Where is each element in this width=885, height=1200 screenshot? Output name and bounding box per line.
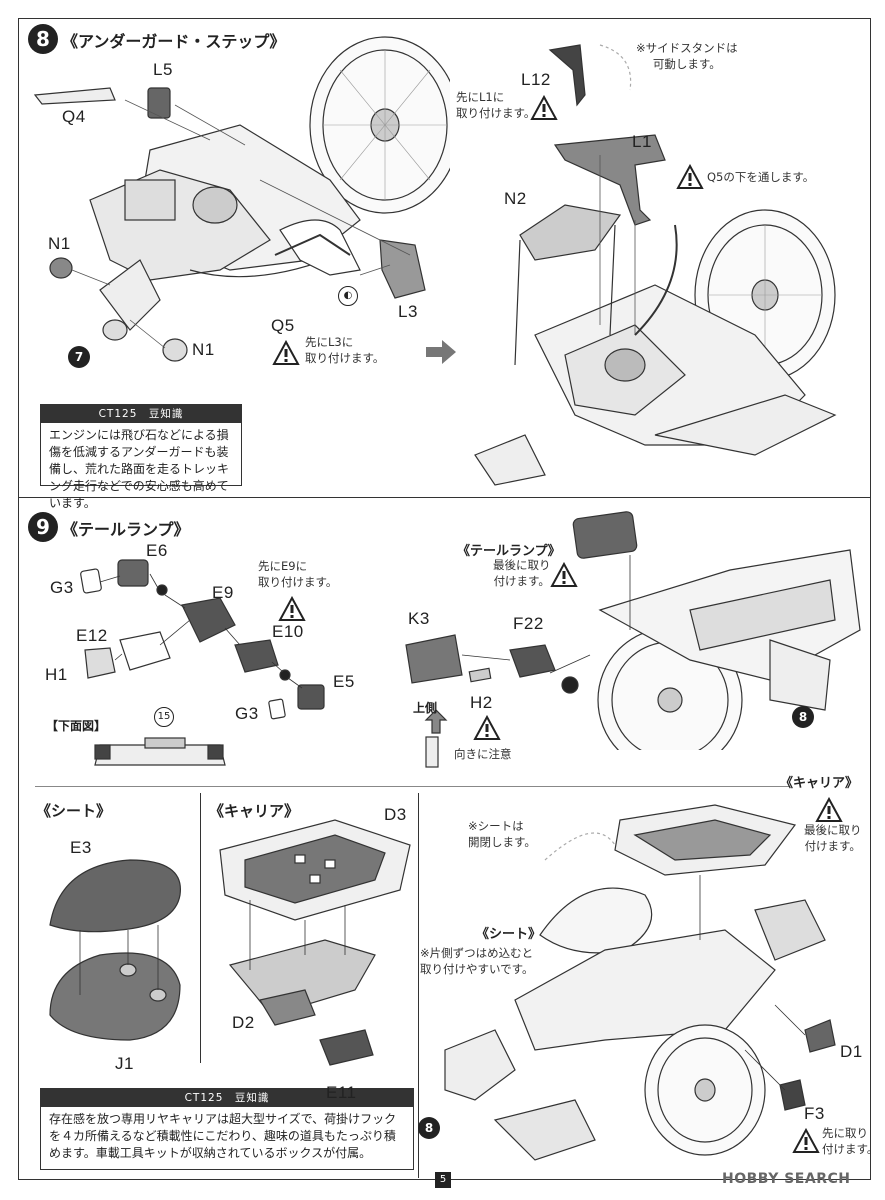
part-e3: E3 xyxy=(70,838,92,857)
sub-divider xyxy=(35,786,790,787)
trivia-header: CT125 豆知識 xyxy=(41,405,241,423)
seat-illustration xyxy=(49,859,181,1041)
warning-icon xyxy=(278,596,306,621)
part-q4: Q4 xyxy=(62,107,86,126)
part-e10: E10 xyxy=(272,622,304,641)
part-g3-bottom: G3 xyxy=(235,704,259,723)
arrow-right-icon xyxy=(426,340,456,364)
step8-left-illustration xyxy=(33,36,450,362)
part-l12: L12 xyxy=(521,70,551,89)
ref-step7: 7 xyxy=(68,346,90,368)
step9-taillamp-parts xyxy=(80,559,325,766)
part-f22: F22 xyxy=(513,614,544,633)
part-f3: F3 xyxy=(804,1104,825,1123)
glue-mark: ◐ xyxy=(338,286,358,306)
trivia-body: エンジンには飛び石などによる損傷を低減するアンダーガードも装備し、荒れた路面を走… xyxy=(49,428,230,510)
l1-note: Q5の下を通します。 xyxy=(707,170,815,184)
carrier-title: 《キャリア》 xyxy=(209,802,300,820)
ref-step8: 8 xyxy=(792,706,814,728)
part-e9: E9 xyxy=(212,583,234,602)
step9-title: 《テールランプ》 xyxy=(62,520,190,539)
trivia-header: CT125 豆知識 xyxy=(41,1089,413,1107)
part-e6: E6 xyxy=(146,541,168,560)
part-e5: E5 xyxy=(333,672,355,691)
part-n1-left: N1 xyxy=(48,234,71,253)
warning-icon xyxy=(272,340,300,365)
warning-icon xyxy=(792,1128,820,1153)
step8-right-illustration xyxy=(474,44,837,486)
part-n1-bottom: N1 xyxy=(192,340,215,359)
carrier-assembly-divider xyxy=(418,793,419,1178)
part-n2: N2 xyxy=(504,189,527,208)
part-g3-top: G3 xyxy=(50,578,74,597)
part-e12: E12 xyxy=(76,626,108,645)
carrier-illustration xyxy=(219,819,411,1066)
bottom-view-label: 【下面図】 xyxy=(46,719,107,733)
e9-note: 先にE9に 取り付けます。 xyxy=(258,559,338,589)
part-d2: D2 xyxy=(232,1013,255,1032)
direction-note: 向きに注意 xyxy=(454,747,512,761)
taillamp-note: 最後に取り 付けます。 xyxy=(493,558,551,588)
assembly-carrier-label: 《キャリア》 xyxy=(780,776,859,791)
ref-step8-bottom: 8 xyxy=(418,1117,440,1139)
section-divider xyxy=(18,497,871,498)
trivia-body: 存在感を放つ専用リヤキャリアは超大型サイズで、荷掛けフックを４カ所備えるなど積載… xyxy=(49,1112,397,1160)
part-l3: L3 xyxy=(398,302,418,321)
part-e11: E11 xyxy=(326,1083,357,1102)
stand-note: ※サイドスタンドは 可動します。 xyxy=(636,41,738,71)
part-h2: H2 xyxy=(470,693,493,712)
warning-icon xyxy=(815,797,843,822)
seat-title: 《シート》 xyxy=(36,802,112,820)
warning-icon xyxy=(550,562,578,587)
part-j1: J1 xyxy=(115,1054,134,1073)
f3-note: 先に取り 付けます。 xyxy=(822,1126,879,1156)
warning-icon xyxy=(530,95,558,120)
l12-note: 先にL1に 取り付けます。 xyxy=(456,90,536,120)
seat-fit-note: ※片側ずつはめ込むと 取り付けやすいです。 xyxy=(420,946,534,976)
part-q5: Q5 xyxy=(271,316,295,335)
q5-note: 先にL3に 取り付けます。 xyxy=(305,335,385,365)
assembly-carrier-note: 最後に取り 付けます。 xyxy=(804,823,862,853)
trivia-box-2: CT125 豆知識 存在感を放つ専用リヤキャリアは超大型サイズで、荷掛けフックを… xyxy=(40,1088,414,1170)
part-l5: L5 xyxy=(153,60,173,79)
warning-icon xyxy=(473,715,501,740)
part-d1: D1 xyxy=(840,1042,863,1061)
assembly-seat-label: 《シート》 xyxy=(476,927,542,942)
step8-number: 8 xyxy=(28,24,58,54)
seat-open-note: ※シートは 開閉します。 xyxy=(468,819,536,849)
upside-label: 上側 xyxy=(413,701,438,715)
part-l1: L1 xyxy=(632,132,652,151)
seat-carrier-divider xyxy=(200,793,201,1063)
part-d3: D3 xyxy=(384,805,407,824)
step9-number: 9 xyxy=(28,512,58,542)
page-number: 5 xyxy=(435,1172,451,1188)
assembly-illustration xyxy=(444,804,836,1161)
taillamp-label: 《テールランプ》 xyxy=(457,544,561,559)
ref-15: 15 xyxy=(154,707,174,727)
warning-icon xyxy=(676,164,704,189)
k3-f22-parts xyxy=(405,634,591,768)
trivia-box-1: CT125 豆知識 エンジンには飛び石などによる損傷を低減するアンダーガードも装… xyxy=(40,404,242,510)
part-k3: K3 xyxy=(408,609,430,628)
part-h1: H1 xyxy=(45,665,68,684)
hobby-search-logo: HOBBY SEARCH xyxy=(722,1171,851,1187)
step8-title: 《アンダーガード・ステップ》 xyxy=(62,32,286,51)
step9-bike-illustration xyxy=(572,511,861,750)
